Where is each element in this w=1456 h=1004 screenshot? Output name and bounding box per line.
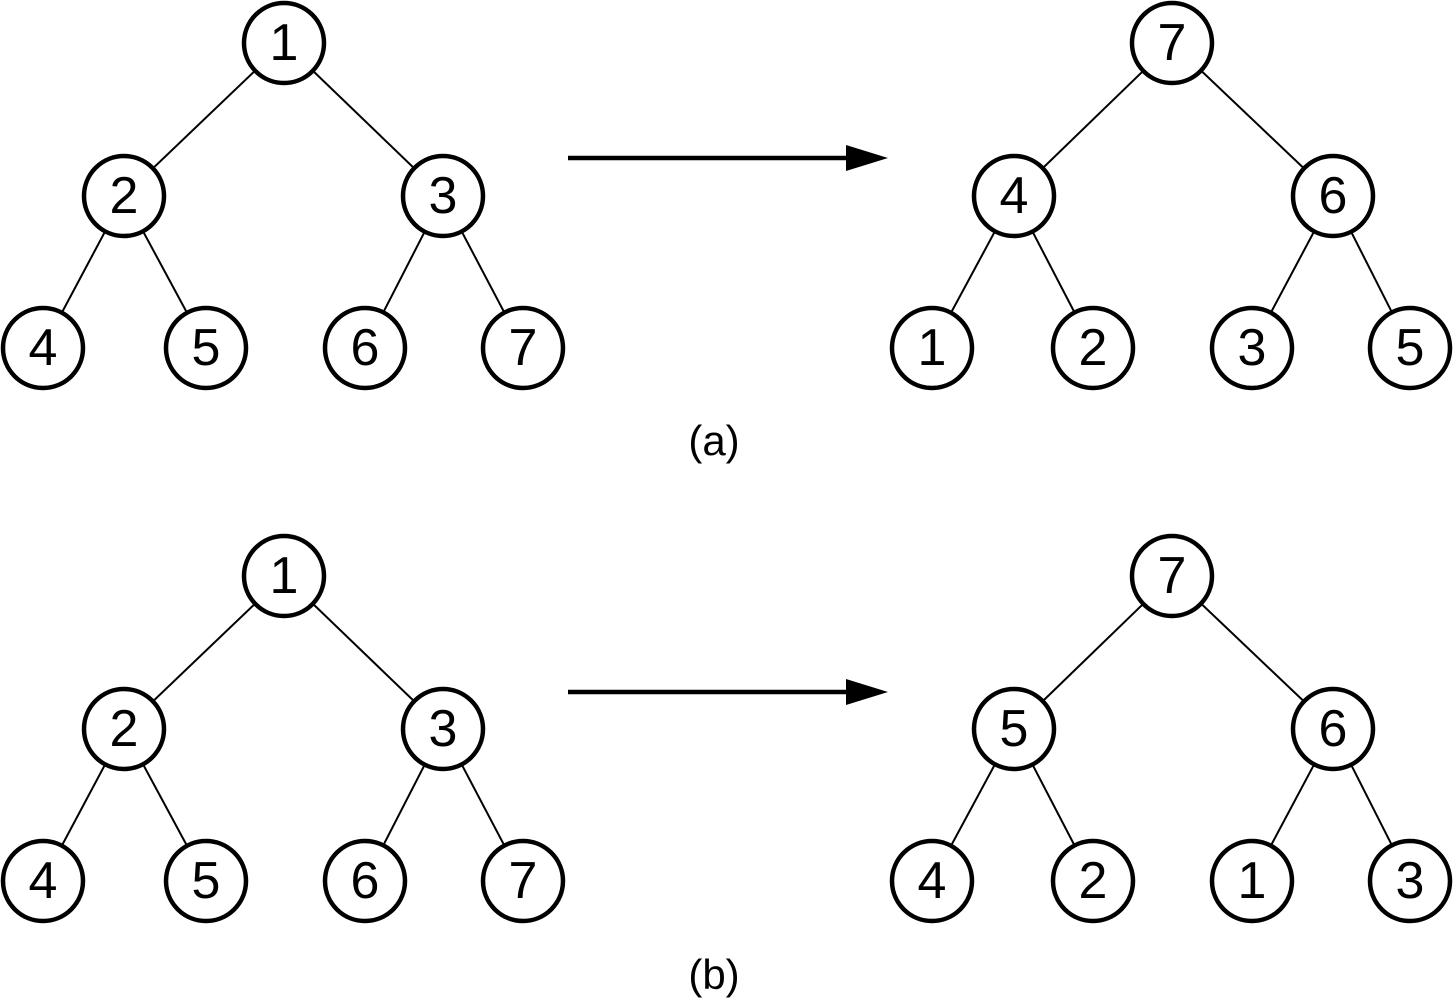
arrow-head bbox=[846, 679, 888, 705]
node-circle bbox=[1050, 305, 1136, 391]
tree-node: 1 bbox=[1209, 838, 1295, 924]
diagram-a-label: (a) bbox=[688, 417, 739, 464]
node-circle bbox=[1367, 838, 1453, 924]
node-circle bbox=[0, 838, 86, 924]
node-circle bbox=[241, 533, 327, 619]
node-circle bbox=[480, 838, 566, 924]
transform-arrow bbox=[568, 145, 888, 171]
node-circle bbox=[480, 305, 566, 391]
node-value: 5 bbox=[1396, 319, 1425, 377]
tree-node: 4 bbox=[0, 305, 86, 391]
tree-node: 3 bbox=[400, 686, 486, 772]
node-value: 1 bbox=[270, 547, 299, 605]
node-circle bbox=[163, 305, 249, 391]
tree-node: 7 bbox=[1129, 0, 1215, 86]
node-circle bbox=[1209, 838, 1295, 924]
tree-node: 5 bbox=[163, 838, 249, 924]
tree-node: 3 bbox=[1367, 838, 1453, 924]
diagram-a: 1 2 3 4 5 6 7 bbox=[0, 0, 1453, 464]
node-circle bbox=[163, 838, 249, 924]
node-circle bbox=[1290, 686, 1376, 772]
node-circle bbox=[1367, 305, 1453, 391]
tree-node: 7 bbox=[480, 838, 566, 924]
tree-node: 5 bbox=[971, 686, 1057, 772]
node-value: 3 bbox=[1238, 319, 1267, 377]
node-value: 2 bbox=[110, 700, 139, 758]
node-value: 6 bbox=[351, 319, 380, 377]
node-circle bbox=[971, 686, 1057, 772]
node-circle bbox=[889, 305, 975, 391]
node-circle bbox=[81, 153, 167, 239]
tree-node: 1 bbox=[241, 0, 327, 86]
node-value: 1 bbox=[918, 319, 947, 377]
tree-node: 3 bbox=[1209, 305, 1295, 391]
node-value: 7 bbox=[509, 852, 538, 910]
node-value: 4 bbox=[29, 852, 58, 910]
node-value: 3 bbox=[429, 167, 458, 225]
tree-node: 2 bbox=[81, 686, 167, 772]
tree-a-after: 7 4 6 1 2 3 5 bbox=[889, 0, 1453, 391]
tree-node: 2 bbox=[81, 153, 167, 239]
node-circle bbox=[1129, 533, 1215, 619]
tree-node: 6 bbox=[1290, 153, 1376, 239]
tree-node: 6 bbox=[322, 305, 408, 391]
tree-node: 3 bbox=[400, 153, 486, 239]
tree-b-after: 7 5 6 4 2 1 3 bbox=[889, 533, 1453, 924]
node-circle bbox=[400, 686, 486, 772]
arrow-head bbox=[846, 145, 888, 171]
tree-node: 2 bbox=[1050, 838, 1136, 924]
node-value: 7 bbox=[1158, 14, 1187, 72]
node-value: 4 bbox=[918, 852, 947, 910]
node-circle bbox=[971, 153, 1057, 239]
node-circle bbox=[1129, 0, 1215, 86]
tree-node: 1 bbox=[889, 305, 975, 391]
node-circle bbox=[241, 0, 327, 86]
node-circle bbox=[1290, 153, 1376, 239]
node-circle bbox=[81, 686, 167, 772]
tree-node: 6 bbox=[1290, 686, 1376, 772]
node-circle bbox=[322, 838, 408, 924]
tree-node: 4 bbox=[0, 838, 86, 924]
node-value: 3 bbox=[1396, 852, 1425, 910]
node-circle bbox=[889, 838, 975, 924]
node-value: 3 bbox=[429, 700, 458, 758]
node-value: 2 bbox=[1079, 852, 1108, 910]
node-value: 4 bbox=[1000, 167, 1029, 225]
tree-node: 1 bbox=[241, 533, 327, 619]
tree-a-before: 1 2 3 4 5 6 7 bbox=[0, 0, 566, 391]
tree-node: 7 bbox=[480, 305, 566, 391]
node-value: 6 bbox=[1319, 167, 1348, 225]
tree-b-before: 1 2 3 4 5 6 7 bbox=[0, 533, 566, 924]
tree-node: 5 bbox=[1367, 305, 1453, 391]
node-value: 2 bbox=[110, 167, 139, 225]
tree-node: 4 bbox=[971, 153, 1057, 239]
transform-arrow bbox=[568, 679, 888, 705]
diagram-b-label: (b) bbox=[688, 951, 739, 998]
tree-node: 6 bbox=[322, 838, 408, 924]
diagram-b: 1 2 3 4 5 6 7 bbox=[0, 533, 1453, 998]
node-value: 6 bbox=[1319, 700, 1348, 758]
node-value: 2 bbox=[1079, 319, 1108, 377]
tree-node: 4 bbox=[889, 838, 975, 924]
node-circle bbox=[1050, 838, 1136, 924]
node-value: 1 bbox=[1238, 852, 1267, 910]
node-value: 5 bbox=[192, 852, 221, 910]
node-value: 7 bbox=[1158, 547, 1187, 605]
node-circle bbox=[1209, 305, 1295, 391]
node-value: 5 bbox=[1000, 700, 1029, 758]
node-value: 5 bbox=[192, 319, 221, 377]
node-value: 6 bbox=[351, 852, 380, 910]
tree-node: 5 bbox=[163, 305, 249, 391]
node-value: 1 bbox=[270, 14, 299, 72]
node-value: 7 bbox=[509, 319, 538, 377]
tree-node: 2 bbox=[1050, 305, 1136, 391]
node-circle bbox=[400, 153, 486, 239]
node-value: 4 bbox=[29, 319, 58, 377]
node-circle bbox=[322, 305, 408, 391]
node-circle bbox=[0, 305, 86, 391]
tree-node: 7 bbox=[1129, 533, 1215, 619]
